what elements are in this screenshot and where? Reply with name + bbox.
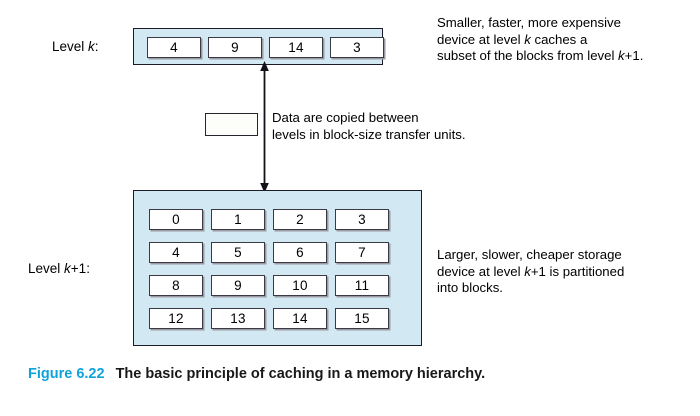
level-k1-block: 15 bbox=[335, 308, 389, 329]
level-k1-block: 9 bbox=[211, 275, 265, 296]
note-line: Larger, slower, cheaper storage bbox=[437, 247, 622, 262]
level-k1-block: 8 bbox=[149, 275, 203, 296]
level-k1-block: 3 bbox=[335, 209, 389, 230]
level-k1-block: 5 bbox=[211, 242, 265, 263]
note-line: device at level k+1 is partitioned bbox=[437, 263, 625, 279]
k-variable: k bbox=[524, 31, 531, 47]
note-line: levels in block-size transfer units. bbox=[272, 126, 466, 142]
level-k-plus-1-label: Level k+1: bbox=[28, 261, 90, 276]
level-k1-block: 12 bbox=[149, 308, 203, 329]
level-k-variable: k bbox=[88, 39, 95, 54]
level-k-cache-box: 4 9 14 3 bbox=[133, 28, 384, 65]
k-variable: k bbox=[524, 263, 531, 279]
level-k1-block: 4 bbox=[149, 242, 203, 263]
note-level-k-description: Smaller, faster, more expensive device a… bbox=[437, 15, 692, 65]
level-k-label: Level k: bbox=[52, 39, 99, 54]
block-size-transfer-unit-box bbox=[205, 113, 258, 136]
note-line: device at level k caches a bbox=[437, 31, 588, 47]
level-k1-block: 7 bbox=[335, 242, 389, 263]
level-k1-block: 6 bbox=[273, 242, 327, 263]
level-k1-block: 1 bbox=[211, 209, 265, 230]
note-line: into blocks. bbox=[437, 280, 503, 295]
level-k-block: 3 bbox=[330, 37, 384, 58]
figure-caption-text: The basic principle of caching in a memo… bbox=[115, 366, 486, 382]
k-variable: k bbox=[64, 261, 71, 276]
level-k-block: 14 bbox=[269, 37, 323, 58]
level-k1-block: 2 bbox=[273, 209, 327, 230]
level-k-plus-1-storage-box: 0 1 2 3 4 5 6 7 8 9 10 11 12 13 14 15 bbox=[133, 190, 422, 346]
level-k1-block: 14 bbox=[273, 308, 327, 329]
level-k1-block: 10 bbox=[273, 275, 327, 296]
figure-caption: Figure 6.22 The basic principle of cachin… bbox=[28, 366, 485, 383]
note-line: Smaller, faster, more expensive bbox=[437, 15, 621, 30]
figure-number: Figure 6.22 bbox=[28, 366, 105, 382]
note-line: Data are copied between bbox=[272, 110, 419, 125]
level-k1-block: 11 bbox=[335, 275, 389, 296]
k-variable: k bbox=[618, 48, 625, 63]
level-k1-block: 0 bbox=[149, 209, 203, 230]
level-k1-block: 13 bbox=[211, 308, 265, 329]
note-line: subset of the blocks from level k+1. bbox=[437, 48, 644, 63]
level-k-block: 9 bbox=[208, 37, 262, 58]
level-k-block: 4 bbox=[147, 37, 201, 58]
bidirectional-transfer-arrow-icon bbox=[260, 61, 269, 193]
note-transfer-description: Data are copied between levels in block-… bbox=[272, 110, 532, 143]
note-level-k-plus-1-description: Larger, slower, cheaper storage device a… bbox=[437, 247, 692, 297]
